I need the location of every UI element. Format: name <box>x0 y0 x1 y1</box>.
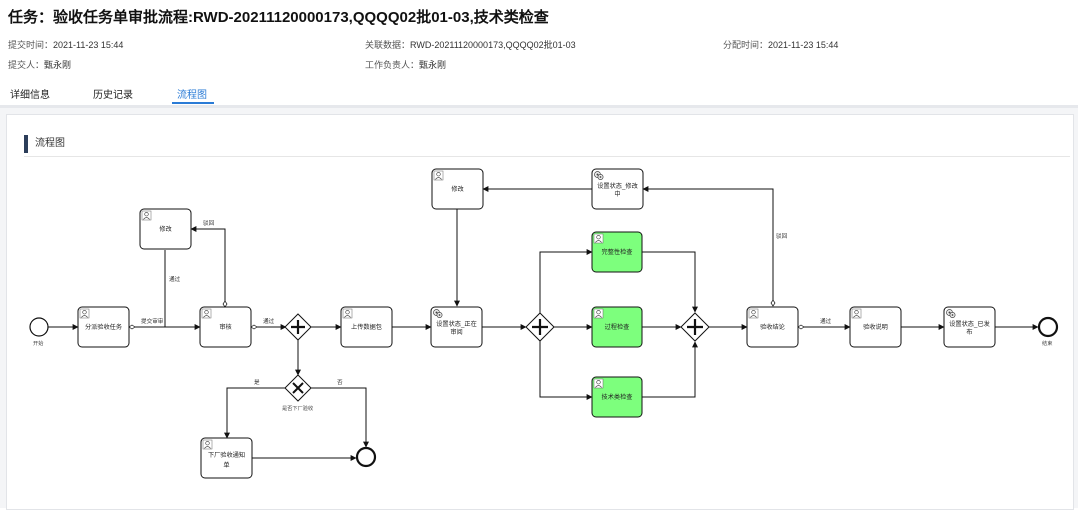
flow-gw3-consistency <box>539 249 593 313</box>
submit-time-value: 2021-11-23 15:44 <box>53 40 124 50</box>
owner-label: 工作负责人： <box>365 60 420 70</box>
exclusive-gateway-factory[interactable] <box>284 374 312 402</box>
task-assign-acceptance-label: 分派验收任务 <box>85 323 122 331</box>
assign-time-field: 分配时间：2021-11-23 15:44 <box>723 38 838 51</box>
flow-gw3-technical <box>539 340 593 400</box>
edge-label-reject2: 驳回 <box>776 232 788 240</box>
start-event-label: 开始 <box>33 339 44 347</box>
flow-technical-gw4 <box>642 341 698 398</box>
condition-marker <box>770 299 776 307</box>
condition-marker <box>222 300 228 308</box>
task-technical-check-label: 技术类检查 <box>602 393 633 401</box>
end-event[interactable] <box>1037 316 1059 338</box>
edge-label-reject1: 驳回 <box>203 219 215 227</box>
task-assign-acceptance[interactable]: 分派验收任务 <box>77 306 130 348</box>
active-tab-indicator <box>172 102 214 104</box>
submitter-label: 提交人： <box>8 60 45 70</box>
submit-time-field: 提交时间：2021-11-23 15:44 <box>8 38 123 51</box>
task-consistency-check[interactable]: 完整性检查 <box>591 231 643 273</box>
tab-flowchart[interactable]: 流程图 <box>177 90 207 101</box>
task-factory-notice-label-2: 单 <box>223 461 229 469</box>
task-review[interactable]: 审核 <box>199 306 252 348</box>
page-title: 任务：验收任务单审批流程:RWD-20211120000173,QQQQ02批0… <box>8 9 549 26</box>
task-upload-package-label: 上传数据包 <box>351 323 382 331</box>
tabs-divider <box>0 105 1078 108</box>
task-modify-1-label: 修改 <box>159 225 171 233</box>
task-upload-package[interactable]: 上传数据包 <box>340 306 393 348</box>
task-technical-check[interactable]: 技术类检查 <box>591 376 643 418</box>
parallel-gateway-1[interactable] <box>284 313 312 341</box>
task-acceptance-conclusion[interactable]: 验收结论 <box>746 306 799 348</box>
task-factory-notice-label-1: 下厂验收通知 <box>208 451 245 459</box>
related-data-label: 关联数据： <box>365 40 411 50</box>
condition-marker <box>797 324 805 330</box>
assign-time-value: 2021-11-23 15:44 <box>768 40 839 50</box>
task-set-status-reviewing-label-1: 设置状态_正在 <box>436 320 477 328</box>
task-set-status-reviewing-label-2: 审阅 <box>450 328 462 336</box>
edge-label-submit-review: 提交审审 <box>141 317 164 325</box>
related-data-value: RWD-20211120000173,QQQQ02批01-03 <box>410 40 576 50</box>
section-title: 流程图 <box>24 135 65 153</box>
task-modify-2-label: 修改 <box>451 185 463 193</box>
related-data-field: 关联数据：RWD-20211120000173,QQQQ02批01-03 <box>365 38 576 51</box>
tab-history[interactable]: 历史记录 <box>93 90 133 101</box>
task-acceptance-evaluation-label: 验收说明 <box>863 323 888 331</box>
task-acceptance-conclusion-label: 验收结论 <box>760 323 786 331</box>
section-divider <box>24 156 1070 157</box>
submitter-value: 甄永刚 <box>44 60 72 70</box>
task-acceptance-evaluation[interactable]: 验收说明 <box>849 306 902 348</box>
task-set-status-published-label-2: 布 <box>966 328 972 336</box>
task-set-status-modifying-label-2: 中 <box>614 190 620 198</box>
task-set-status-modifying[interactable]: 设置状态_修改 中 <box>591 168 644 210</box>
task-modify-2[interactable]: 修改 <box>431 168 484 210</box>
task-review-label: 审核 <box>219 323 231 331</box>
task-consistency-check-label: 完整性检查 <box>602 248 633 256</box>
task-process-check[interactable]: 过程检查 <box>591 306 643 348</box>
tab-bar: 详细信息 历史记录 流程图 <box>0 84 1078 106</box>
flow-consistency-gw4 <box>642 251 698 313</box>
parallel-gateway-join[interactable] <box>680 312 710 342</box>
task-set-status-reviewing[interactable]: 设置状态_正在 审阅 <box>430 306 483 348</box>
start-event[interactable] <box>29 317 49 337</box>
task-process-check-label: 过程检查 <box>605 323 630 331</box>
edge-label-no: 否 <box>337 379 343 386</box>
edge-label-pass1: 通过 <box>169 275 181 283</box>
parallel-gateway-split[interactable] <box>525 312 555 342</box>
submitter-field: 提交人：甄永刚 <box>8 58 71 71</box>
assign-time-label: 分配时间： <box>723 40 769 50</box>
flow-review-modify1 <box>190 226 226 307</box>
tab-details[interactable]: 详细信息 <box>10 90 50 101</box>
task-set-status-published-label-1: 设置状态_已发 <box>949 320 990 328</box>
task-modify-1[interactable]: 修改 <box>139 208 192 250</box>
end-event-label: 结束 <box>1042 339 1052 347</box>
gateway-label-factory: 是否下厂验收 <box>282 404 313 412</box>
edge-label-pass3: 通过 <box>820 317 832 325</box>
edge-label-yes: 是 <box>254 379 260 386</box>
flow-conclusion-setmodify <box>642 186 774 306</box>
flow-gw2-end2 <box>311 387 369 448</box>
flow-gw2-notify <box>224 387 286 439</box>
submit-time-label: 提交时间： <box>8 40 54 50</box>
owner-value: 甄永刚 <box>419 60 447 70</box>
owner-field: 工作负责人：甄永刚 <box>365 58 446 71</box>
task-set-status-published[interactable]: 设置状态_已发 布 <box>943 306 996 348</box>
end-event-2[interactable] <box>355 446 377 468</box>
task-factory-notice[interactable]: 下厂验收通知 单 <box>200 437 253 479</box>
edge-label-pass2: 通过 <box>263 317 275 325</box>
condition-marker <box>128 324 136 330</box>
condition-marker <box>250 324 258 330</box>
task-set-status-modifying-label-1: 设置状态_修改 <box>597 182 638 190</box>
